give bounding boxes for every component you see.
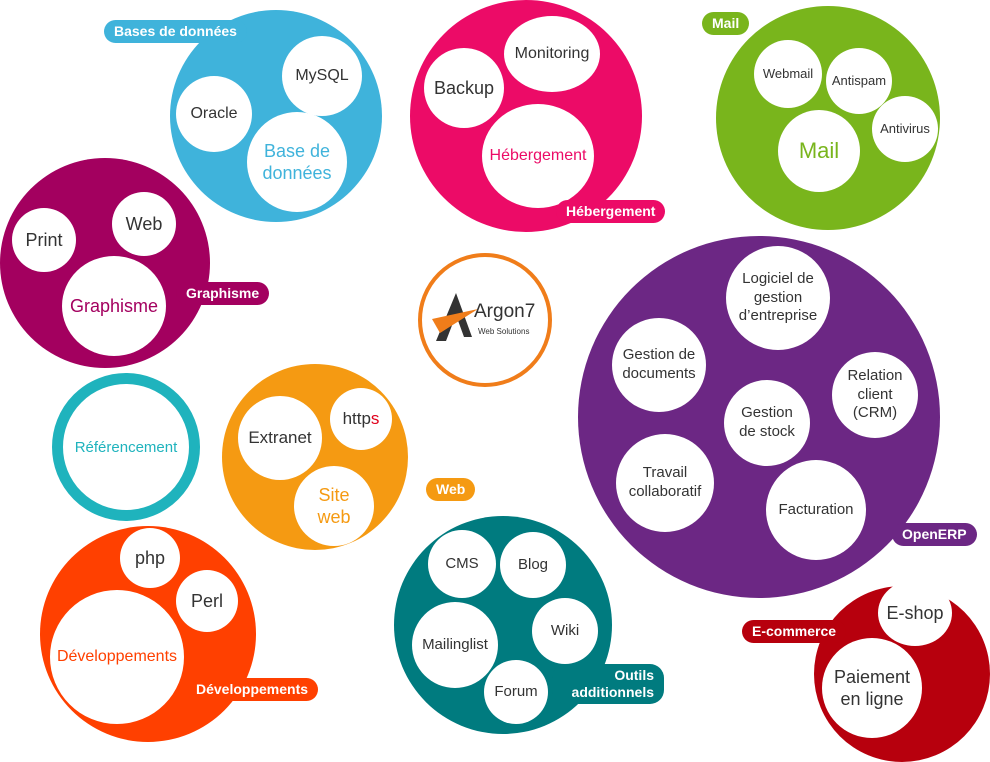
hosting-main-label: Hébergement bbox=[489, 147, 587, 164]
payment-bubble: Paiement en ligne bbox=[822, 638, 922, 738]
logo-tagline: Web Solutions bbox=[478, 327, 530, 336]
crm-label: Relation client (CRM) bbox=[847, 366, 903, 422]
graphics-pill-label: Graphisme bbox=[186, 285, 260, 301]
stock-label: Gestion de stock bbox=[739, 404, 795, 440]
backup-label: Backup bbox=[433, 77, 495, 98]
wiki-label: Wiki bbox=[550, 621, 580, 639]
payment-label: Paiement en ligne bbox=[833, 666, 911, 710]
databases-pill-label: Bases de données bbox=[114, 23, 237, 39]
website-label: Site web bbox=[317, 484, 351, 528]
antispam-label: Antispam bbox=[831, 72, 887, 88]
blog-label: Blog bbox=[517, 555, 549, 573]
graphics-pill: Graphisme bbox=[176, 282, 270, 305]
cms-bubble: CMS bbox=[428, 530, 496, 598]
database-main-label: Base de données bbox=[262, 140, 332, 184]
mailinglist-bubble: Mailinglist bbox=[412, 602, 498, 688]
crm-bubble: Relation client (CRM) bbox=[832, 352, 918, 438]
collaborative-label: Travail collaboratif bbox=[628, 464, 702, 500]
argon7-logo: Argon7 Web Solutions bbox=[418, 253, 552, 387]
erp-software-label: Logiciel de gestion d’entreprise bbox=[738, 269, 818, 325]
collaborative-bubble: Travail collaboratif bbox=[616, 434, 714, 532]
mysql-bubble: MySQL bbox=[282, 36, 362, 116]
print-bubble: Print bbox=[12, 208, 76, 272]
php-bubble: php bbox=[120, 528, 180, 588]
openerp-pill: OpenERP bbox=[892, 523, 977, 546]
web-graphics-label: Web bbox=[125, 213, 163, 234]
backup-bubble: Backup bbox=[424, 48, 504, 128]
tools-pill: Outils additionnels bbox=[552, 664, 664, 704]
openerp-pill-label: OpenERP bbox=[902, 526, 967, 542]
print-label: Print bbox=[25, 229, 63, 250]
https-suffix: s bbox=[370, 409, 380, 429]
dev-main-bubble: Développements bbox=[50, 590, 184, 724]
mail-pill-label: Mail bbox=[712, 15, 740, 31]
blog-bubble: Blog bbox=[500, 532, 566, 598]
graphics-main-bubble: Graphisme bbox=[62, 256, 166, 356]
tools-pill-label: Outils additionnels bbox=[571, 667, 654, 700]
web-pill-label: Web bbox=[436, 481, 466, 497]
documents-label: Gestion de documents bbox=[622, 346, 696, 382]
seo-circle: Référencement bbox=[52, 373, 200, 521]
hosting-pill-label: Hébergement bbox=[566, 203, 656, 219]
eshop-label: E-shop bbox=[886, 602, 944, 623]
hosting-pill: Hébergement bbox=[556, 200, 666, 223]
documents-bubble: Gestion de documents bbox=[612, 318, 706, 412]
dev-pill-label: Développements bbox=[196, 681, 309, 697]
oracle-label: Oracle bbox=[190, 105, 238, 122]
webmail-bubble: Webmail bbox=[754, 40, 822, 108]
eshop-bubble: E-shop bbox=[878, 580, 952, 646]
monitoring-bubble: Monitoring bbox=[504, 16, 600, 92]
forum-bubble: Forum bbox=[484, 660, 548, 724]
ecommerce-pill: E-commerce bbox=[742, 620, 847, 643]
perl-label: Perl bbox=[190, 590, 223, 611]
https-label: https bbox=[343, 408, 380, 429]
cms-label: CMS bbox=[445, 554, 479, 572]
web-pill: Web bbox=[426, 478, 476, 501]
mail-pill: Mail bbox=[702, 12, 750, 35]
mailinglist-label: Mailinglist bbox=[422, 635, 488, 653]
php-label: php bbox=[134, 547, 166, 568]
https-prefix: http bbox=[342, 409, 371, 429]
monitoring-label: Monitoring bbox=[514, 45, 590, 62]
https-bubble: https bbox=[330, 388, 392, 450]
databases-pill: Bases de données bbox=[104, 20, 247, 43]
erp-software-bubble: Logiciel de gestion d’entreprise bbox=[726, 246, 830, 350]
dev-main-label: Développements bbox=[56, 648, 178, 665]
mail-main-bubble: Mail bbox=[778, 110, 860, 192]
mail-main-label: Mail bbox=[798, 138, 840, 164]
perl-bubble: Perl bbox=[176, 570, 238, 632]
antispam-bubble: Antispam bbox=[826, 48, 892, 114]
ecommerce-pill-label: E-commerce bbox=[752, 623, 837, 639]
forum-label: Forum bbox=[494, 682, 538, 700]
antivirus-bubble: Antivirus bbox=[872, 96, 938, 162]
extranet-bubble: Extranet bbox=[238, 396, 322, 480]
graphics-main-label: Graphisme bbox=[69, 295, 159, 316]
hosting-main-bubble: Hébergement bbox=[482, 104, 594, 208]
billing-label: Facturation bbox=[778, 500, 854, 518]
webmail-label: Webmail bbox=[762, 65, 814, 81]
extranet-label: Extranet bbox=[248, 428, 312, 448]
website-bubble: Site web bbox=[294, 466, 374, 546]
web-graphics-bubble: Web bbox=[112, 192, 176, 256]
logo-name: Argon7 bbox=[474, 301, 536, 322]
stock-bubble: Gestion de stock bbox=[724, 380, 810, 466]
mysql-label: MySQL bbox=[295, 67, 349, 84]
argon7-mark-icon bbox=[432, 293, 478, 341]
billing-bubble: Facturation bbox=[766, 460, 866, 560]
oracle-bubble: Oracle bbox=[176, 76, 252, 152]
seo-label: Référencement bbox=[74, 438, 178, 456]
database-main-bubble: Base de données bbox=[247, 112, 347, 212]
dev-pill: Développements bbox=[186, 678, 319, 701]
wiki-bubble: Wiki bbox=[532, 598, 598, 664]
antivirus-label: Antivirus bbox=[880, 120, 930, 136]
